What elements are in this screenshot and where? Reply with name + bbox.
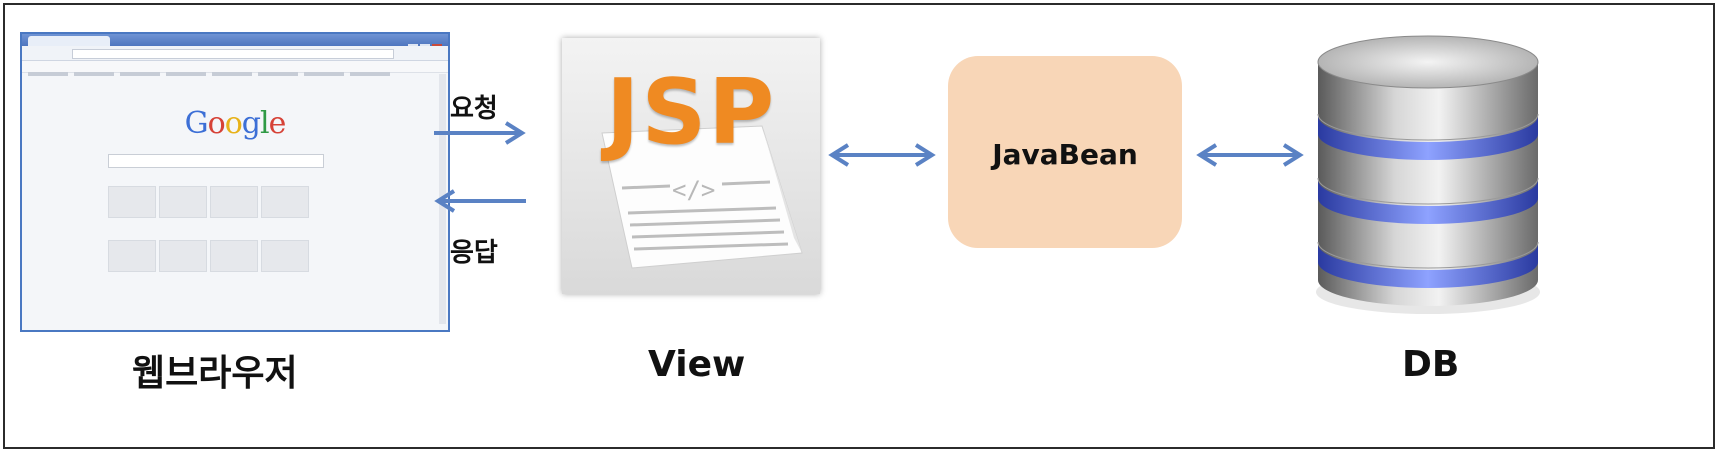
response-arrow <box>434 189 526 213</box>
google-logo: Google <box>184 106 287 141</box>
database-cylinder-icon <box>1316 35 1540 314</box>
google-search-box <box>108 154 324 168</box>
most-visited-tiles <box>108 186 324 294</box>
javabean-box: JavaBean <box>948 56 1182 248</box>
jsp-page-graphic: </> <box>601 125 803 269</box>
window-buttons <box>406 36 444 51</box>
browser-titlebar <box>22 34 448 51</box>
jsp-bean-double-arrow <box>828 143 936 167</box>
response-label: 응답 <box>450 238 498 268</box>
address-bar <box>72 49 394 59</box>
caption-view: View <box>648 344 746 385</box>
request-label: 요청 <box>450 94 498 124</box>
caption-db: DB <box>1402 344 1460 385</box>
caption-browser: 웹브라우저 <box>132 353 298 394</box>
bookmarks-bar <box>22 61 448 76</box>
code-symbol: </> <box>672 176 715 204</box>
javabean-label: JavaBean <box>992 138 1138 171</box>
browser-toolbar <box>22 46 448 61</box>
jsp-logo-text: JSP <box>606 60 777 165</box>
browser-window-icon: Google <box>20 32 450 332</box>
diagram-frame <box>3 3 1715 449</box>
bean-db-double-arrow <box>1196 143 1304 167</box>
browser-tab <box>28 36 110 46</box>
jsp-file-icon: </> JSP <box>562 38 820 294</box>
request-arrow <box>434 121 526 145</box>
